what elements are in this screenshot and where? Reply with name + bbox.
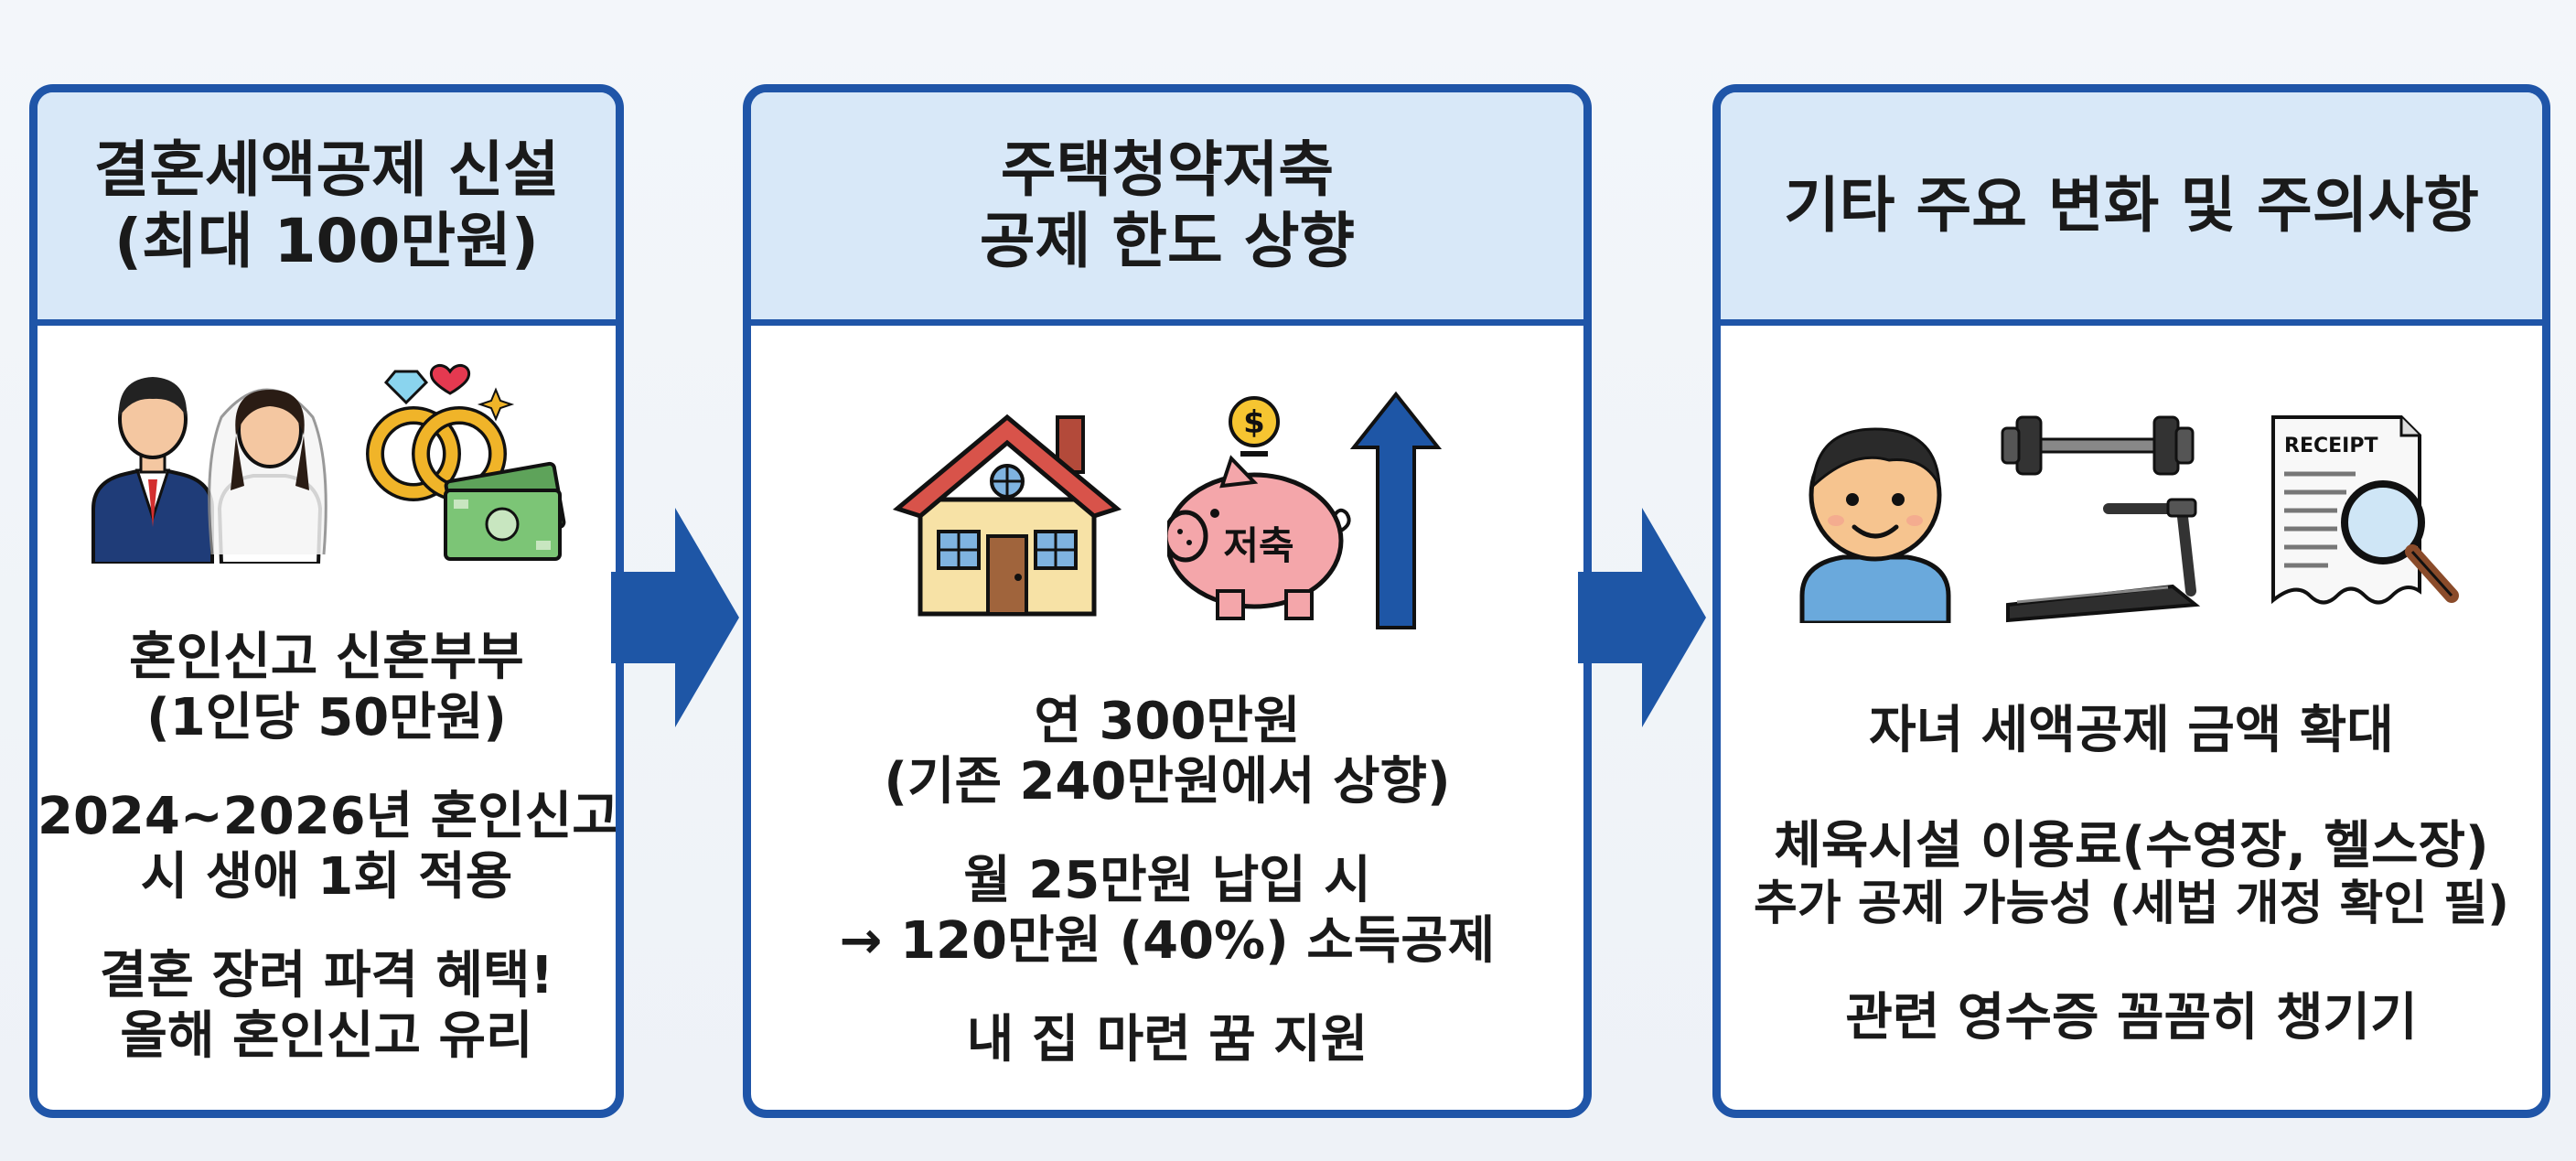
up-arrow-icon [1349,391,1442,629]
info-block: 월 25만원 납입 시 → 120만원 (40%) 소득공제 [751,851,1583,972]
flow-arrow-right-icon [611,508,739,727]
info-line: (1인당 50만원) [146,688,507,748]
info-line: 관련 영수증 꼼꼼히 챙기기 [1845,987,2418,1048]
piggy-bank-icon: $ 저축 [1167,391,1442,629]
house-icon [893,414,1122,617]
info-block: 관련 영수증 꼼꼼히 챙기기 [1721,988,2542,1048]
info-block: 혼인신고 신혼부부 (1인당 50만원) [38,628,616,748]
info-line: 2024~2026년 혼인신고 [38,787,619,847]
info-line: 시 생애 1회 적용 [140,847,513,908]
card-housing-savings: 주택청약저축 공제 한도 상향 $ [743,84,1592,1118]
info-block: 결혼 장려 파격 혜택! 올해 혼인신고 유리 [38,946,616,1067]
piggy-bank-label: 저축 [1223,523,1293,568]
info-block: 내 집 마련 꿈 지원 [751,1010,1583,1070]
info-block: 자녀 세액공제 금액 확대 [1721,701,2542,761]
sparkle-icon [2430,1015,2521,1106]
gym-equipment-icon [2001,415,2201,623]
info-block: 체육시설 이용료(수영장, 헬스장) 추가 공제 가능성 (세법 개정 확인 필… [1721,816,2542,932]
info-line: 월 25만원 납입 시 [963,851,1371,911]
card-header: 결혼세액공제 신설 (최대 100만원) [38,92,616,326]
svg-text:$: $ [1243,404,1265,441]
card-header: 기타 주요 변화 및 주의사항 [1721,92,2542,326]
wedding-couple-icon [91,377,327,564]
card-body: 연 300만원 (기존 240만원에서 상향) 월 25만원 납입 시 → 12… [751,692,1583,1070]
icon-row: RECEIPT [1721,326,2542,692]
card-title-line: 공제 한도 상향 [979,206,1356,276]
card-body: 자녀 세액공제 금액 확대 체육시설 이용료(수영장, 헬스장) 추가 공제 가… [1721,701,2542,1048]
icon-row: $ 저축 [751,326,1583,673]
info-line: (기존 240만원에서 상향) [884,752,1451,812]
info-line: 자녀 세액공제 금액 확대 [1869,701,2394,760]
card-title-line: (최대 100만원) [114,206,539,276]
info-line: → 120만원 (40%) 소득공제 [839,911,1496,972]
child-icon [1799,427,1951,623]
wedding-rings-icon [366,363,566,561]
info-line: 올해 혼인신고 유리 [120,1006,533,1067]
card-header: 주택청약저축 공제 한도 상향 [751,92,1583,326]
receipt-icon: RECEIPT [2271,415,2459,605]
info-line: 연 300만원 [1034,692,1301,751]
info-line: 추가 공제 가능성 (세법 개정 확인 필) [1754,876,2509,932]
card-body: 혼인신고 신혼부부 (1인당 50만원) 2024~2026년 혼인신고 시 생… [38,628,616,1067]
info-line: 혼인신고 신혼부부 [129,628,524,687]
icon-row [38,326,616,591]
card-title-line: 결혼세액공제 신설 [93,134,560,206]
card-title-line: 주택청약저축 [1000,134,1335,206]
info-line: 내 집 마련 꿈 지원 [966,1010,1368,1070]
card-other-changes: 기타 주요 변화 및 주의사항 [1712,84,2550,1118]
card-wedding-credit: 결혼세액공제 신설 (최대 100만원) [29,84,624,1118]
info-line: 결혼 장려 파격 혜택! [99,946,554,1006]
receipt-label: RECEIPT [2284,435,2377,457]
info-line: 체육시설 이용료(수영장, 헬스장) [1774,816,2489,876]
card-title-line: 기타 주요 변화 및 주의사항 [1784,170,2479,242]
info-block: 연 300만원 (기존 240만원에서 상향) [751,692,1583,812]
info-block: 2024~2026년 혼인신고 시 생애 1회 적용 [38,787,616,908]
money-icon [444,461,566,561]
flow-arrow-right-icon [1578,508,1706,727]
